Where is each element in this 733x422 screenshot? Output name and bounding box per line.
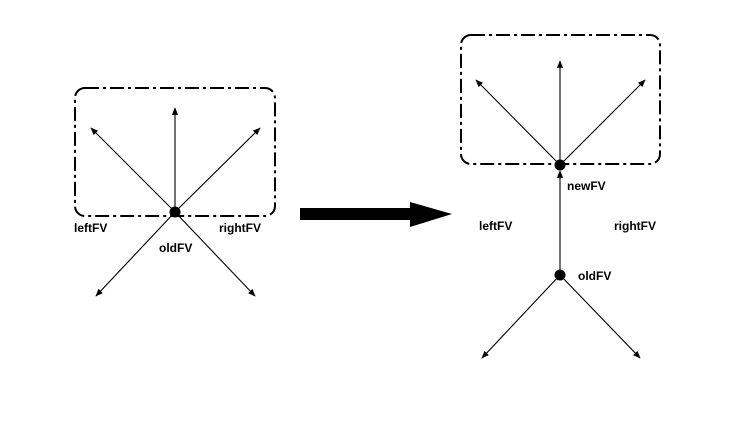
right-arrow-down-right (559, 274, 641, 359)
right-arrow-up-right (559, 79, 646, 166)
right-oldfv-label: oldFV (578, 269, 611, 283)
left-arrow-down-right (174, 211, 256, 297)
right-leftfv-label: leftFV (479, 219, 512, 233)
left-arrow-up-right (174, 127, 261, 213)
transition-arrow (300, 202, 452, 227)
right-rightfv-label: rightFV (614, 219, 656, 233)
left-arrow-up-left (90, 127, 176, 213)
left-rightfv-label: rightFV (219, 221, 261, 235)
left-oldfv-node (169, 206, 181, 218)
right-newfv-node (554, 159, 566, 171)
left-leftfv-label: leftFV (74, 221, 107, 235)
left-diagram: leftFV oldFV rightFV (74, 87, 276, 297)
left-oldfv-label: oldFV (159, 241, 192, 255)
right-newfv-label: newFV (567, 179, 606, 193)
left-arrow-down-left (95, 211, 176, 297)
right-oldfv-node (554, 269, 566, 281)
right-arrow-up-left (475, 79, 561, 166)
right-arrow-down-left (481, 274, 561, 359)
right-diagram: newFV leftFV rightFV oldFV (460, 34, 661, 359)
